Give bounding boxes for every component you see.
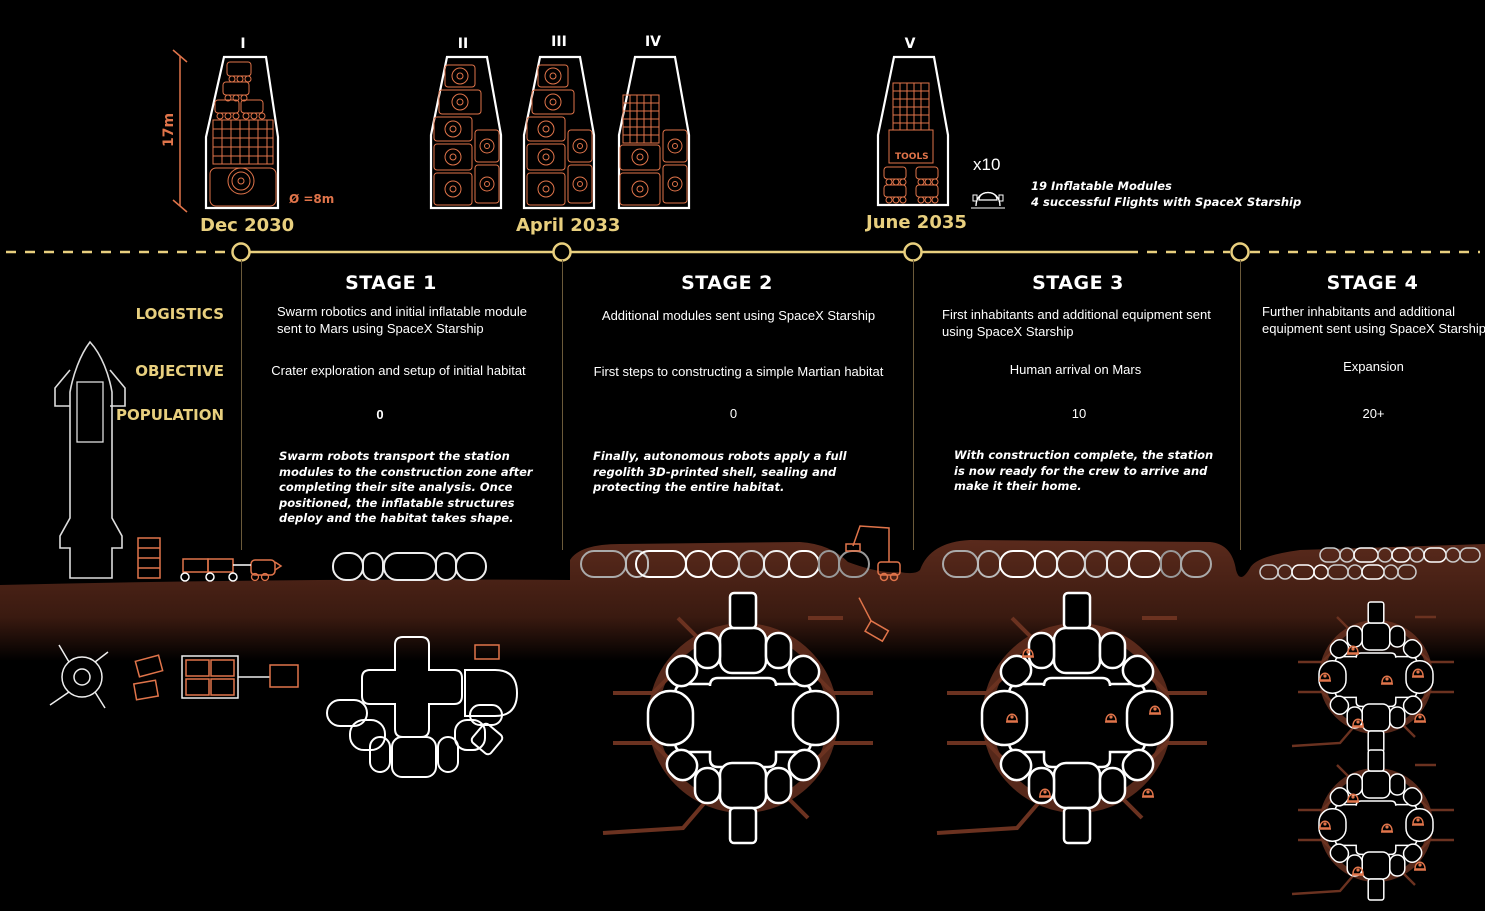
summary-modules: 19 Inflatable Modules — [1031, 179, 1172, 193]
stage-divider-3 — [913, 260, 914, 550]
stage-divider-1 — [241, 260, 242, 550]
flight-numeral-1: I — [240, 36, 246, 52]
starship-rocket-icon — [54, 340, 126, 579]
stage-1-title: STAGE 1 — [345, 272, 437, 294]
stage1-habitat-plan — [326, 636, 519, 778]
stage-1-logistics: Swarm robotics and initial inflatable mo… — [277, 304, 528, 336]
stage-2-logistics: Additional modules sent using SpaceX Sta… — [601, 308, 876, 323]
stage-1-objective: Crater exploration and setup of initial … — [271, 363, 526, 378]
stage-2-description: Finally, autonomous robots apply a full … — [593, 449, 847, 494]
stage-3-title: STAGE 3 — [1032, 272, 1124, 294]
stage-4-population: 20+ — [1362, 406, 1385, 421]
cargo-capsule-5 — [876, 55, 950, 207]
date-dec-2030: Dec 2030 — [200, 215, 295, 236]
height-label: 17m — [161, 112, 178, 148]
stage-2-title: STAGE 2 — [681, 272, 773, 294]
stage-4-logistics: Further inhabitants and additional equip… — [1262, 304, 1485, 336]
date-june-2035: June 2035 — [866, 212, 967, 233]
cargo-capsule-2 — [429, 55, 503, 210]
stage-divider-2 — [562, 260, 563, 550]
stage-3-logistics: First inhabitants and additional equipme… — [942, 307, 1211, 339]
stage-3-objective: Human arrival on Mars — [1009, 362, 1142, 377]
tools-label: TOOLS — [895, 152, 929, 162]
stage-2-population: 0 — [729, 406, 738, 421]
stage-3-description: With construction complete, the station … — [954, 448, 1214, 493]
stage2-habitat-plan — [575, 610, 890, 840]
summary-flights: 4 successful Flights with SpaceX Starshi… — [1031, 195, 1302, 209]
stage2-surface-modules — [580, 525, 901, 582]
flight-numeral-2: II — [457, 36, 469, 52]
timeline-node-3 — [903, 242, 923, 262]
timeline-node-1 — [231, 242, 251, 262]
row-label-logistics: LOGISTICS — [135, 305, 224, 323]
cargo-capsule-4 — [617, 55, 691, 210]
stage3-habitat-plan — [925, 610, 1245, 840]
flight-numeral-3: III — [551, 34, 567, 50]
stage-divider-4 — [1240, 260, 1241, 550]
row-label-objective: OBJECTIVE — [135, 362, 224, 380]
stage1-surface-equipment — [137, 537, 487, 582]
cargo-capsule-3 — [522, 55, 596, 210]
stage4-habitat-plan-lower — [1275, 745, 1485, 910]
diameter-label: Ø =8m — [289, 192, 335, 206]
height-dimension-icon — [172, 49, 188, 213]
stage4-surface-modules — [1259, 547, 1481, 580]
timeline — [6, 242, 1480, 262]
flight-numeral-4: IV — [644, 34, 662, 50]
date-april-2033: April 2033 — [516, 215, 621, 236]
flight-numeral-5: V — [904, 36, 916, 52]
stage1-plan-equipment — [49, 644, 299, 709]
stage-1-population: 0 — [376, 407, 384, 422]
stage3-surface-modules — [942, 550, 1212, 578]
stage-1-description: Swarm robots transport the station modul… — [279, 449, 533, 525]
row-label-population: POPULATION — [115, 406, 224, 424]
cargo-capsule-1 — [204, 55, 280, 210]
stage4-habitat-plan-upper — [1275, 605, 1485, 755]
astronaut-helmet-icon — [971, 191, 1005, 209]
stage-4-objective: Expansion — [1343, 359, 1404, 374]
stage-3-population: 10 — [1071, 406, 1087, 421]
timeline-node-2 — [552, 242, 572, 262]
timeline-node-4 — [1230, 242, 1250, 262]
stage-4-title: STAGE 4 — [1326, 272, 1419, 294]
crew-count: x10 — [973, 155, 1001, 174]
stage-2-objective: First steps to constructing a simple Mar… — [593, 364, 884, 379]
